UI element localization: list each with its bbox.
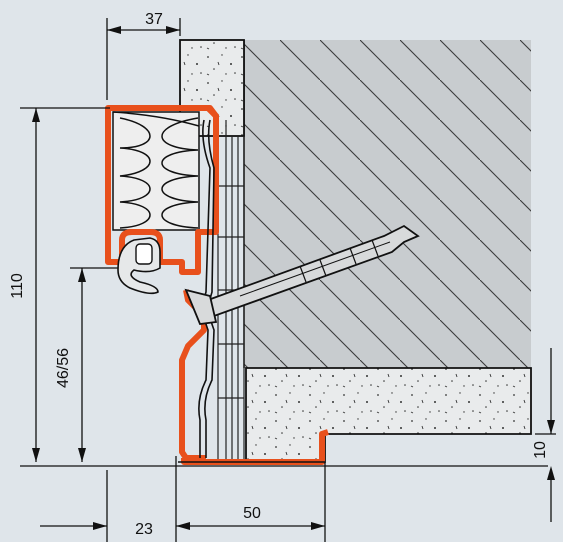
screed-slab bbox=[245, 367, 532, 463]
dimension-lines bbox=[20, 18, 556, 542]
dim-top-width: 37 bbox=[145, 11, 163, 28]
dim-total-height: 110 bbox=[9, 273, 26, 299]
concrete-wall bbox=[243, 40, 531, 368]
dim-bottom-left: 23 bbox=[135, 521, 153, 538]
seal-lip bbox=[117, 237, 161, 295]
dimension-arrows bbox=[32, 26, 555, 530]
dim-bottom-right: 50 bbox=[243, 505, 261, 522]
mounting-bracket bbox=[198, 119, 215, 458]
screw-anchor-icon bbox=[184, 224, 420, 325]
dim-partial-height: 46/56 bbox=[55, 348, 72, 388]
insulation-icon bbox=[112, 111, 200, 231]
dim-right-height: 10 bbox=[532, 441, 549, 459]
